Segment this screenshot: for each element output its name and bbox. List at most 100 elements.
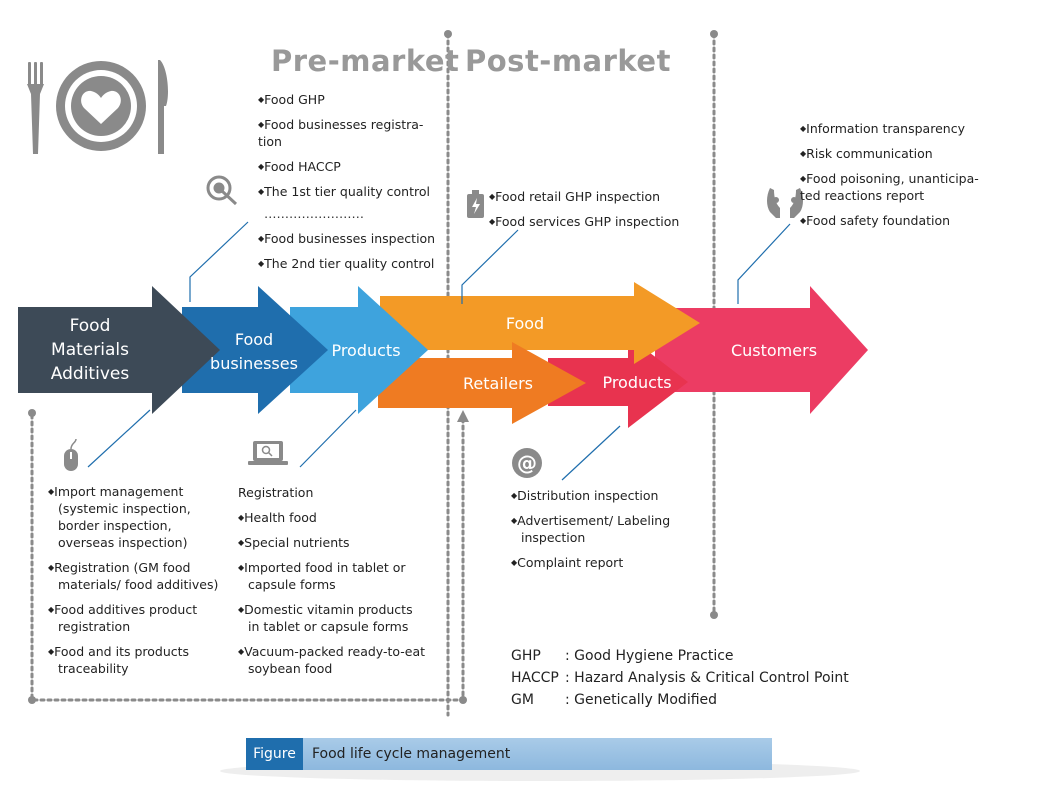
loop-dot — [28, 409, 36, 417]
target-icon — [206, 175, 238, 206]
glossary-def: : Genetically Modified — [565, 692, 718, 708]
bullet-icon: ◆ — [258, 233, 265, 243]
pre-market-header: Pre-market — [271, 44, 460, 78]
list-item-text: ◆Food HACCP — [258, 158, 448, 175]
list-item-text: ◆Domestic vitamin products — [238, 601, 438, 618]
list-item-text: ◆Special nutrients — [238, 534, 438, 551]
list-item: ◆Food retail GHP inspection — [489, 188, 709, 205]
list-item-text: ◆Food businesses inspection — [258, 230, 448, 247]
item-text: Food and its products — [54, 644, 190, 659]
item-text: Imported food in tablet or — [244, 560, 406, 575]
arrow-food — [380, 282, 700, 364]
bullet-icon: ◆ — [238, 513, 245, 522]
list-item-text: ◆Complaint report — [511, 554, 711, 571]
glossary-abbr: GM — [511, 692, 534, 708]
list-item-continuation: traceability — [58, 661, 129, 676]
label-food-materials: Food Materials Additives — [50, 316, 130, 384]
bullet-icon: ◆ — [489, 192, 496, 201]
divider-dot — [444, 30, 452, 38]
list-item: ◆Food businesses inspection — [258, 230, 448, 247]
list-item-text: ◆The 1st tier quality control — [258, 183, 448, 200]
list-item-text: ◆Import management — [48, 483, 238, 500]
list-item-text: ◆Food businesses registra- — [258, 116, 448, 133]
arrow-products-1 — [290, 286, 428, 414]
label-food: Food — [505, 314, 545, 333]
list-item-text: ◆Vacuum-packed ready-to-eat — [238, 643, 438, 660]
list-item-text: ◆The 2nd tier quality control — [258, 255, 448, 272]
item-text: Food safety foundation — [806, 213, 951, 228]
label-food-businesses: Food businesses — [210, 330, 298, 373]
post-market-header: Post-market — [465, 44, 671, 78]
list-item-continuation: (systemic inspection, — [58, 501, 191, 516]
list-item-continuation: ted reactions report — [800, 188, 925, 203]
list-item-continuation: capsule forms — [248, 577, 336, 592]
item-text: Vacuum-packed ready-to-eat — [244, 644, 426, 659]
item-text: Risk communication — [806, 146, 933, 161]
list-item-continuation: soybean food — [248, 661, 333, 676]
bullet-icon: ◆ — [48, 647, 55, 656]
list-item: ◆Food services GHP inspection — [489, 213, 709, 230]
list-item-text: ◆Food safety foundation — [800, 212, 1000, 229]
list-item: ◆Food safety foundation — [800, 212, 1000, 229]
svg-text:@: @ — [517, 451, 537, 475]
at-icon: @ — [512, 448, 542, 478]
list-item-continuation: border inspection, — [58, 518, 172, 533]
customer-top-list: ◆Information transparency◆Risk communica… — [800, 120, 1000, 237]
caption-text: Food life cycle management — [312, 746, 511, 762]
bullet-icon: ◆ — [800, 149, 807, 158]
item-text: Advertisement/ Labeling — [517, 513, 671, 528]
item-text: Food poisoning, unanticipa- — [806, 171, 979, 186]
list-item-continuation: in tablet or capsule forms — [248, 619, 409, 634]
list-item-continuation: registration — [58, 619, 131, 634]
laptop-icon — [248, 441, 288, 465]
list-item-text: ◆Distribution inspection — [511, 487, 711, 504]
glossary-abbr: GHP — [511, 648, 541, 664]
bullet-icon: ◆ — [489, 217, 496, 226]
post-market-top-list: ◆Food retail GHP inspection◆Food service… — [489, 188, 709, 238]
list-item-text: ◆Registration (GM food — [48, 559, 238, 576]
bottom-right-list: ◆Distribution inspection◆Advertisement/ … — [511, 487, 711, 579]
list-item: ◆Distribution inspection — [511, 487, 711, 504]
glossary-def: : Good Hygiene Practice — [565, 648, 734, 664]
list-item: ◆Food poisoning, unanticipa-ted reaction… — [800, 170, 1000, 204]
item-text: Domestic vitamin products — [244, 602, 413, 617]
list-item: ◆Food businesses registra-tion — [258, 116, 448, 150]
bullet-icon: ◆ — [238, 563, 245, 572]
list-item-continuation: materials/ food additives) — [58, 577, 219, 592]
list-item-continuation: overseas inspection) — [58, 535, 188, 550]
glossary-abbr: HACCP — [511, 670, 559, 686]
list-item-text: ◆Food and its products — [48, 643, 238, 660]
bullet-icon: ◆ — [48, 563, 55, 572]
list-item: ◆Complaint report — [511, 554, 711, 571]
bullet-icon: ◆ — [258, 258, 265, 268]
list-item: ◆Food GHP — [258, 91, 448, 108]
bullet-icon: ◆ — [800, 124, 807, 133]
mouse-icon — [64, 438, 78, 471]
list-item: ◆Information transparency — [800, 120, 1000, 137]
label-products-1: Products — [331, 341, 401, 360]
bullet-icon: ◆ — [238, 538, 245, 547]
list-item-text: ◆Food additives product — [48, 601, 238, 618]
bottom-left-list: ◆Import management(systemic inspection, b… — [48, 483, 238, 685]
list-item-text: ◆Imported food in tablet or — [238, 559, 438, 576]
bullet-icon: ◆ — [800, 216, 807, 225]
arrow-retailers — [378, 342, 586, 424]
list-item-continuation: inspection — [521, 530, 586, 545]
caption-bar — [246, 738, 772, 770]
bullet-icon: ◆ — [258, 120, 265, 129]
arrow-food-businesses — [182, 286, 328, 414]
list-item: ◆Risk communication — [800, 145, 1000, 162]
item-text: Distribution inspection — [517, 488, 659, 503]
label-retailers: Retailers — [463, 374, 533, 393]
item-text: Complaint report — [517, 555, 624, 570]
bottom-mid-list: Registration ◆Health food◆Special nutrie… — [238, 484, 438, 685]
list-item-text: ◆Health food — [238, 509, 438, 526]
bullet-icon: ◆ — [258, 187, 265, 196]
item-text: Food services GHP inspection — [495, 214, 680, 229]
bullet-icon: ◆ — [800, 174, 807, 183]
glossary-def: : Hazard Analysis & Critical Control Poi… — [565, 670, 849, 686]
item-text: The 2nd tier quality control — [264, 255, 435, 271]
